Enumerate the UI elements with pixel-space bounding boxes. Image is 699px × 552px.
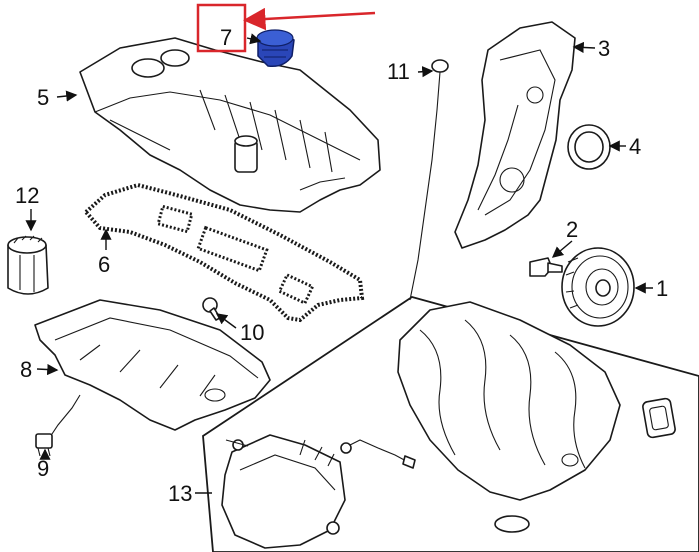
callout-5: 5 — [37, 85, 49, 110]
oil-pan-bolt — [202, 297, 221, 321]
highlight-arrow — [243, 7, 376, 31]
valve-cover-gasket — [83, 182, 365, 323]
callout-13: 13 — [168, 481, 192, 506]
intake-manifold-inset — [202, 296, 699, 552]
callout-12: 12 — [15, 183, 39, 208]
crankshaft-seal — [567, 124, 611, 170]
timing-cover — [454, 21, 576, 249]
crank-pulley-bolt — [529, 257, 563, 277]
callout-9: 9 — [37, 456, 49, 481]
valve-cover — [79, 37, 381, 213]
oil-dipstick — [409, 59, 449, 301]
callout-2: 2 — [566, 217, 578, 242]
leader-lines — [25, 33, 653, 494]
callout-4: 4 — [629, 134, 641, 159]
callout-3: 3 — [598, 36, 610, 61]
crankshaft-pulley — [561, 247, 635, 327]
callout-10: 10 — [240, 320, 264, 345]
oil-level-sensor — [35, 394, 81, 457]
oil-pan — [34, 299, 271, 431]
highlight-part-7 — [196, 3, 376, 53]
callout-11: 11 — [387, 59, 410, 84]
callout-1: 1 — [656, 276, 668, 301]
oil-filter — [7, 235, 49, 295]
oil-filler-cap — [256, 29, 295, 68]
callout-numbers: 1 2 3 4 5 6 7 8 9 10 11 12 13 — [15, 25, 668, 506]
callout-8: 8 — [20, 357, 32, 382]
callout-6: 6 — [98, 252, 110, 277]
callout-7: 7 — [220, 25, 232, 50]
